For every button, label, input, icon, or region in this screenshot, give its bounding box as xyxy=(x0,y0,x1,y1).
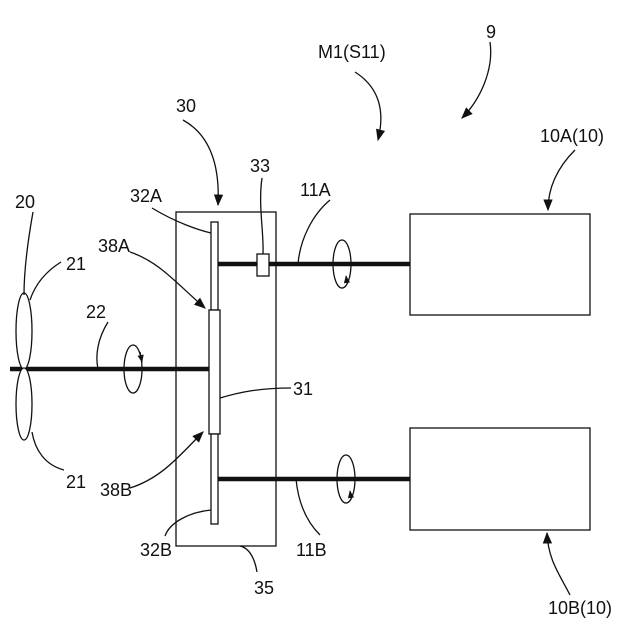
leader-shaft-11b xyxy=(296,479,320,535)
label-generator-b: 10B(10) xyxy=(548,598,612,618)
label-clutch: 33 xyxy=(250,156,270,176)
leader-rotor xyxy=(24,212,33,295)
label-housing: 35 xyxy=(254,578,274,598)
label-main-gear: 31 xyxy=(293,379,313,399)
blade-bottom xyxy=(16,368,32,440)
label-mode: M1(S11) xyxy=(318,42,386,62)
label-gear-32a: 32A xyxy=(130,186,162,206)
leader-generator-b xyxy=(547,533,570,595)
clutch-33 xyxy=(257,254,269,276)
leader-system xyxy=(462,42,491,118)
label-mesh-b: 38B xyxy=(100,480,132,500)
leader-rotor-shaft xyxy=(97,322,108,369)
leader-blade-bottom xyxy=(32,432,64,470)
label-shaft-11a: 11A xyxy=(300,180,331,200)
leader-generator-a xyxy=(548,150,575,210)
label-blade-top: 21 xyxy=(66,254,86,274)
label-system: 9 xyxy=(486,22,496,42)
gear-32a xyxy=(211,222,218,310)
label-generator-a: 10A(10) xyxy=(540,126,604,146)
leader-mode xyxy=(355,72,381,140)
generator-a-box xyxy=(410,214,590,315)
label-blade-bottom: 21 xyxy=(66,472,86,492)
leader-shaft-11a xyxy=(298,200,330,264)
label-rotor-shaft: 22 xyxy=(86,302,106,322)
label-gear-32b: 32B xyxy=(140,540,172,560)
label-gearbox: 30 xyxy=(176,96,196,116)
gear-32b xyxy=(211,434,218,524)
generator-b-box xyxy=(410,428,590,530)
label-rotor: 20 xyxy=(15,192,35,212)
label-shaft-11b: 11B xyxy=(296,540,327,560)
leader-blade-top xyxy=(30,262,61,300)
label-mesh-a: 38A xyxy=(98,236,130,256)
blade-top xyxy=(16,293,32,369)
leader-housing xyxy=(240,546,257,572)
gear-31 xyxy=(209,310,220,434)
leader-gearbox xyxy=(183,120,218,205)
